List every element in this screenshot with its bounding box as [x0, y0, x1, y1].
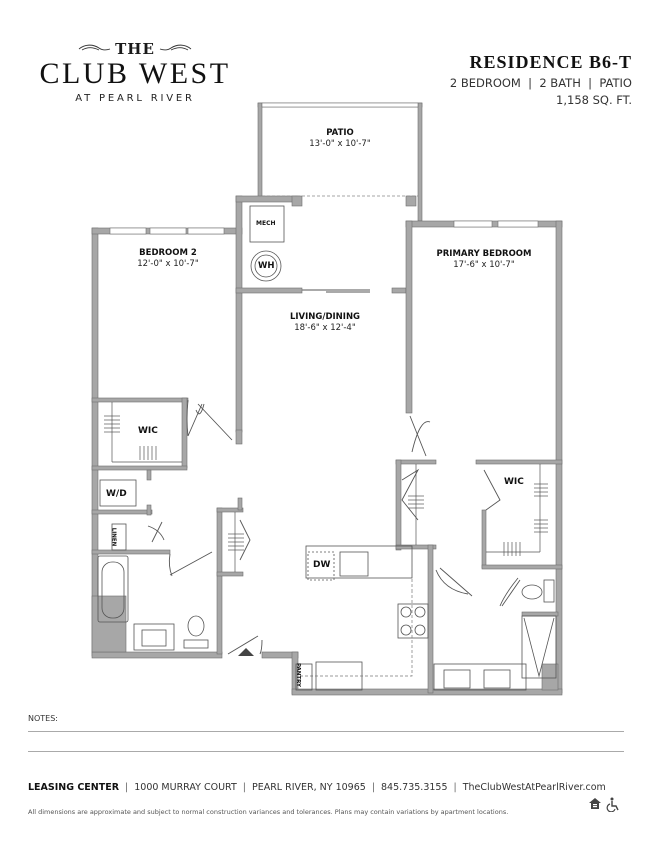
label-wic-right: WIC — [504, 477, 524, 487]
disclaimer: All dimensions are approximate and subje… — [28, 808, 509, 816]
logo-sub: AT PEARL RIVER — [75, 93, 195, 104]
address: 1000 MURRAY COURT — [134, 782, 237, 793]
residence-title: RESIDENCE B6-T — [469, 52, 632, 72]
logo-main: CLUB WEST — [39, 57, 231, 90]
ornament-right-icon — [159, 44, 192, 51]
room-patio: PATIO 13'-0" x 10'-7" — [309, 128, 371, 149]
label-wd: W/D — [106, 489, 127, 499]
city: PEARL RIVER, NY 10965 — [251, 782, 366, 793]
residence-specs: 2 BEDROOM | 2 BATH | PATIO — [449, 76, 632, 90]
brand-logo: THE CLUB WEST AT PEARL RIVER — [30, 40, 240, 104]
website-link[interactable]: TheClubWestAtPearlRiver.com — [462, 782, 606, 793]
logo-the-row: THE — [30, 40, 240, 58]
label-mech: MECH — [256, 220, 276, 227]
phone: 845.735.3155 — [381, 782, 448, 793]
label-wic-left: WIC — [138, 426, 158, 436]
label-pantry: PANTRY — [295, 662, 302, 688]
residence-area: 1,158 SQ. FT. — [556, 93, 632, 107]
notes-line-1 — [28, 731, 624, 732]
label-dw: DW — [313, 560, 331, 570]
room-primary-bedroom: PRIMARY BEDROOM 17'-6" x 10'-7" — [436, 249, 532, 270]
notes-label: NOTES: — [28, 714, 58, 723]
footer-contact: LEASING CENTER|1000 MURRAY COURT|PEARL R… — [28, 782, 606, 793]
room-living-dining: LIVING/DINING 18'-6" x 12'-4" — [289, 312, 361, 333]
logo-the: THE — [115, 40, 155, 58]
notes-line-2 — [28, 751, 624, 752]
label-linen: LINEN — [110, 527, 117, 547]
ornament-left-icon — [78, 44, 111, 51]
entry-marker-icon — [238, 648, 254, 656]
accessibility-icon — [606, 797, 619, 812]
residence-info: RESIDENCE B6-T 2 BEDROOM | 2 BATH | PATI… — [450, 52, 632, 107]
room-bedroom-2: BEDROOM 2 12'-0" x 10'-7" — [137, 248, 199, 269]
compliance-icons — [588, 797, 620, 812]
leasing-center-label: LEASING CENTER — [28, 782, 120, 793]
label-wh: WH — [258, 261, 275, 271]
equal-housing-icon — [589, 798, 601, 809]
